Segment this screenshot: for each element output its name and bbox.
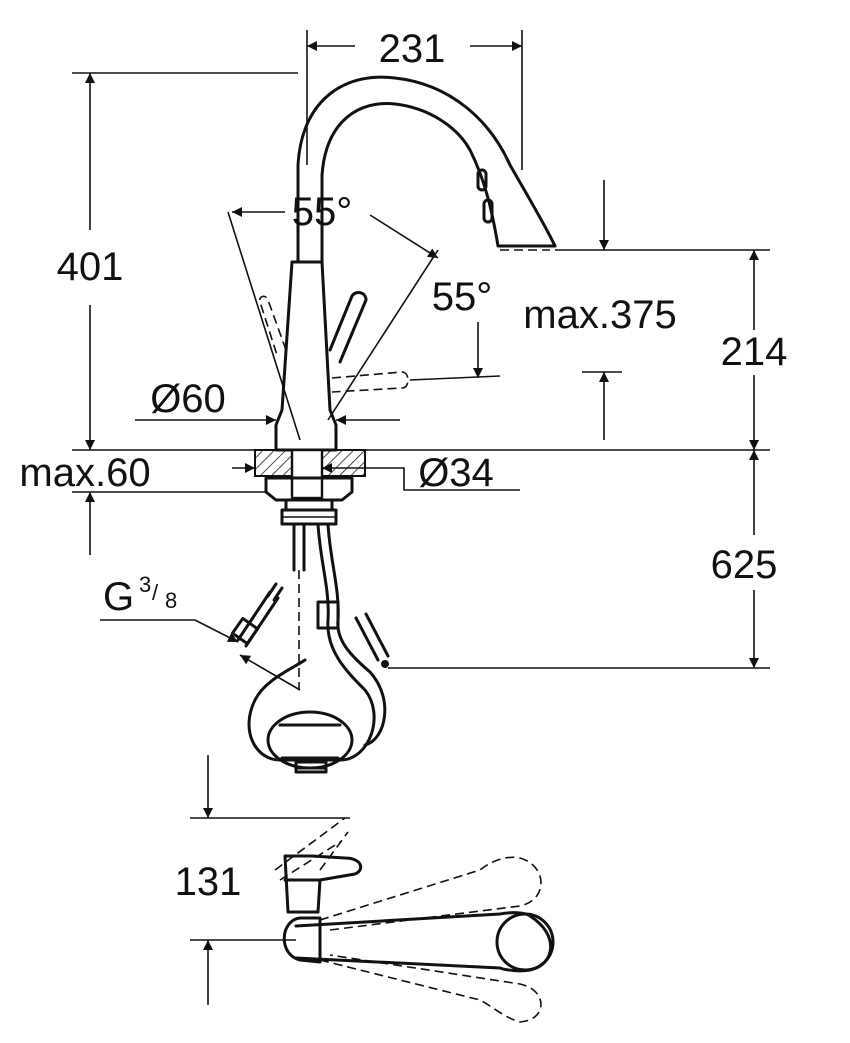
faucet-side-view xyxy=(230,75,557,774)
max-60-label: max.60 xyxy=(19,451,150,495)
spout-arc xyxy=(296,75,557,264)
faucet-top-view: 131 xyxy=(175,755,555,1023)
svg-text:3: 3 xyxy=(139,572,151,597)
dia-34-label: Ø34 xyxy=(418,451,494,495)
hose xyxy=(247,522,376,762)
dia-60-label: Ø60 xyxy=(150,377,226,421)
thread-label: G 3 / 8 xyxy=(103,572,177,619)
base-ring xyxy=(282,916,322,964)
spray-button-2 xyxy=(482,198,494,224)
lever-ghost-forward xyxy=(331,371,409,393)
spray-button xyxy=(476,168,488,192)
angle-right-label: 55° xyxy=(432,275,493,319)
angle-left-label: 55° xyxy=(292,190,353,234)
faucet-body xyxy=(274,260,338,452)
max-375-label: max.375 xyxy=(523,293,676,337)
supply-pipe-left xyxy=(292,522,306,572)
dim-131-label: 131 xyxy=(175,860,242,904)
svg-text:8: 8 xyxy=(165,588,177,613)
dim-214-label: 214 xyxy=(721,330,788,374)
svg-text:G: G xyxy=(103,575,134,619)
spout-ghost-up xyxy=(319,856,542,931)
spout-ghost-down xyxy=(319,954,542,1023)
dim-625-label: 625 xyxy=(711,543,778,587)
dimensions: 231 401 55° 55° max.375 214 Ø60 xyxy=(19,27,788,691)
dim-231-label: 231 xyxy=(379,27,446,71)
shank xyxy=(290,448,324,500)
dim-401-label: 401 xyxy=(57,245,124,289)
connector-right xyxy=(316,600,390,668)
lever-ghost-left xyxy=(258,295,287,359)
connector-left xyxy=(230,582,284,648)
spray-head xyxy=(468,148,557,248)
spout-top-arm xyxy=(294,911,553,973)
spout-inner-arc xyxy=(320,102,472,264)
lever-top xyxy=(283,854,363,914)
svg-text:/: / xyxy=(152,580,159,605)
lever-handle xyxy=(328,291,368,364)
